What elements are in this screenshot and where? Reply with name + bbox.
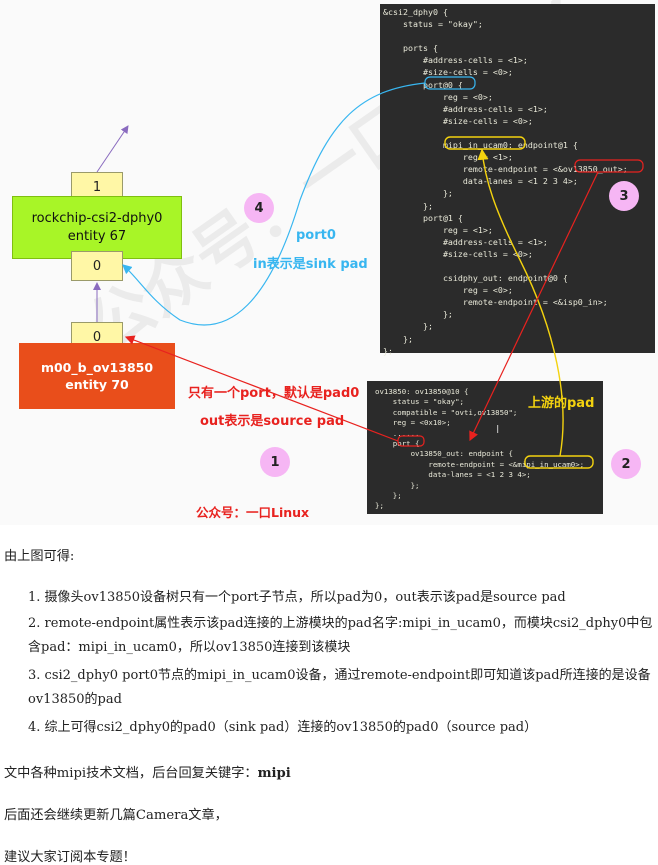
dphy-code-line: status = "okay";	[383, 19, 483, 30]
keyword-paragraph: 文中各种mipi技术文档，后台回复关键字：mipi	[4, 762, 658, 781]
topology-diagram: 公众号：一口Linux &csi2_dphy0 { status = "okay…	[12, 0, 655, 520]
list-item-3: 3. csi2_dphy0 port0节点的mipi_in_ucam0设备，通过…	[28, 668, 651, 707]
dphy-code-line: remote-endpoint = <&ov13850_out>;	[383, 164, 628, 175]
article-intro: 由上图可得:	[4, 549, 75, 564]
ov13850-code-line: ......	[375, 428, 420, 438]
sensor-entity-label: m00_b_ov13850	[40, 360, 154, 375]
ov13850-code-line: ov13850: ov13850@10 {	[375, 387, 469, 396]
dphy-entity-node: rockchip-csi2-dphy0 entity 67	[12, 196, 182, 259]
out-source-label: out表示是source pad	[200, 414, 345, 429]
dphy-code-line: &csi2_dphy0 {	[383, 7, 448, 17]
dphy-code-line: #size-cells = <0>;	[383, 67, 513, 78]
marker-3: 3	[609, 181, 639, 211]
ov13850-code-line: data-lanes = <1 2 3 4>;	[375, 470, 531, 480]
ov13850-code-line: port {	[375, 439, 420, 449]
dphy-code-line: port@1 {	[383, 212, 463, 223]
dphy-code-line: #address-cells = <1>;	[383, 55, 528, 66]
dphy-entity-label: rockchip-csi2-dphy0	[31, 210, 163, 226]
dphy-code-line: #size-cells = <0>;	[383, 248, 533, 259]
list-item-2: 2. remote-endpoint属性表示该pad连接的上游模块的pad名字:…	[28, 616, 653, 655]
sink-pad-label: in表示是sink pad	[253, 257, 368, 272]
dphy-code-line: };	[383, 188, 453, 199]
dphy-code-line: };	[383, 200, 433, 211]
keyword-prefix: 文中各种mipi技术文档，后台回复关键字：	[4, 766, 258, 781]
dphy-code-line: };	[383, 345, 393, 356]
subscribe-paragraph: 建议大家订阅本专题！	[4, 850, 136, 865]
dphy-code-line: ports {	[383, 43, 438, 54]
dphy-code-line: #address-cells = <1>;	[383, 103, 548, 114]
dphy-code-line: csidphy_out: endpoint@0 {	[383, 273, 568, 284]
marker-4: 4	[244, 193, 274, 223]
text-cursor-icon: I	[496, 423, 500, 436]
marker-2: 2	[611, 449, 641, 479]
dphy-code-line: #address-cells = <1>;	[383, 236, 548, 247]
dphy-code-line: };	[383, 321, 433, 332]
list-item-1: 1. 摄像头ov13850设备树只有一个port子节点，所以pad为0，out表…	[28, 590, 566, 605]
dphy-code-line: #size-cells = <0>;	[383, 115, 533, 126]
marker-1: 1	[260, 447, 290, 477]
dphy-code-line: reg = <0>;	[383, 285, 513, 296]
dphy-code-line: port@0 {	[383, 79, 463, 90]
update-paragraph: 后面还会继续更新几篇Camera文章，	[4, 808, 228, 823]
ov13850-code-line: remote-endpoint = <&mipi_in_ucam0>;	[375, 459, 585, 469]
official-account-label: 公众号：一口Linux	[196, 505, 310, 520]
only-one-port-label: 只有一个port，默认是pad0	[188, 386, 360, 401]
ov13850-code-line: };	[375, 501, 384, 511]
sensor-entity-id: entity 70	[65, 377, 129, 392]
upstream-pad-label: 上游的pad	[528, 396, 595, 411]
dphy-code-line: mipi_in_ucam0: endpoint@1 {	[383, 140, 578, 151]
dphy-code-line: };	[383, 309, 453, 320]
ov13850-code-line: compatible = "ovti,ov13850";	[375, 407, 518, 417]
dphy-code-line: reg = <0>;	[383, 91, 493, 102]
ov13850-code-line: status = "okay";	[375, 397, 464, 407]
list-item-4: 4. 综上可得csi2_dphy0的pad0（sink pad）连接的ov138…	[28, 720, 538, 735]
dphy-devicetree-code: &csi2_dphy0 { status = "okay"; ports { #…	[380, 4, 655, 356]
ov13850-code-line: };	[375, 480, 420, 490]
ov13850-code-line: reg = <0x10>;	[375, 418, 451, 428]
dphy-code-line: remote-endpoint = <&isp0_in>;	[383, 297, 608, 308]
ov13850-devicetree-code: ov13850: ov13850@10 { status = "okay"; c…	[367, 381, 603, 514]
dphy-entity-id: entity 67	[67, 228, 127, 244]
dphy-code-line: reg = <1>;	[383, 224, 493, 235]
sensor-entity-node: m00_b_ov13850 entity 70	[19, 343, 175, 409]
dphy-pad-0: 0	[71, 251, 123, 281]
ov13850-code-line: };	[375, 491, 402, 501]
dphy-code-line: };	[383, 333, 413, 344]
ov13850-code-line: ov13850_out: endpoint {	[375, 449, 513, 459]
port0-label: port0	[296, 228, 336, 243]
connector-lines	[93, 76, 644, 469]
keyword-mipi: mipi	[257, 766, 291, 781]
